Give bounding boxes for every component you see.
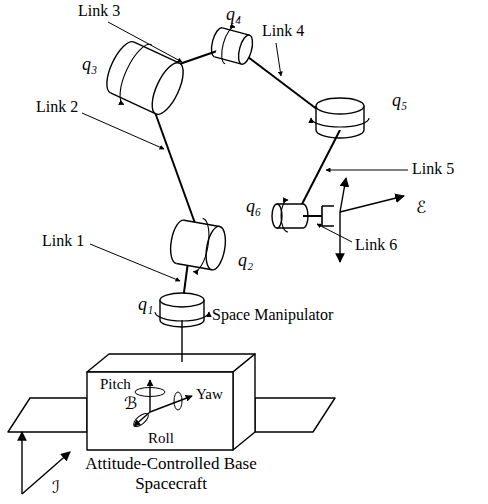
mast (181, 318, 182, 362)
solar-panel (255, 398, 335, 432)
illustration-part (8, 22, 408, 494)
leader-line (317, 224, 352, 242)
link-label: Link 2 (36, 98, 78, 116)
illustration-part (168, 219, 185, 264)
link-label: Link 6 (355, 236, 397, 254)
illustration-part (160, 293, 204, 307)
joint-label: q₅ (392, 90, 407, 111)
joint-cylinder (272, 200, 308, 232)
illustration-part (113, 40, 152, 105)
leader-line (108, 22, 182, 62)
illustration-part (316, 130, 364, 138)
link-2 (152, 104, 196, 226)
yaw-rotation (174, 392, 182, 410)
joint-cylinder (311, 98, 369, 138)
frame-axis (21, 432, 22, 494)
yaw-axis (150, 396, 192, 412)
illustration-part (218, 25, 235, 64)
pitch-rotation (135, 388, 165, 397)
leader-line (82, 113, 164, 149)
link-label: Link 3 (78, 2, 120, 20)
joint-label: q₂ (238, 250, 253, 271)
illustration-part (316, 98, 364, 114)
joint-label: q₄ (226, 4, 241, 25)
leader-line (326, 170, 408, 171)
frame-axis (339, 212, 340, 262)
leader-line (90, 244, 180, 281)
axis-label: Pitch (100, 376, 131, 393)
axis-label: Yaw (196, 386, 223, 403)
spacecraft-body (87, 354, 255, 372)
illustration-part (236, 34, 255, 66)
illustration-part (155, 312, 209, 321)
link-label: Link 5 (412, 160, 454, 178)
spacecraft-node: PitchℬYawRollAttitude-Controlled Base Sp… (87, 354, 255, 500)
illustration-part (146, 59, 190, 119)
illustration-part (209, 26, 223, 57)
frame-axis (340, 196, 404, 212)
system-label: Space Manipulator (212, 306, 333, 324)
solar-panel (8, 398, 87, 432)
link-5 (300, 130, 340, 208)
joint-cylinder (208, 22, 256, 69)
roll-rotation (132, 411, 151, 429)
illustration-part (203, 225, 228, 271)
illustration-part (311, 118, 369, 127)
axis-label: Roll (148, 430, 174, 447)
spacecraft-body (87, 372, 233, 450)
link-4 (244, 54, 326, 116)
link-label: Link 4 (262, 22, 304, 40)
body-caption: Attitude-Controlled Base Spacecraft (77, 454, 265, 495)
joint-cylinder (98, 33, 191, 123)
link-label: Link 1 (42, 232, 84, 250)
joint-cylinder (155, 293, 209, 327)
frame-axis (340, 178, 346, 212)
illustration-part (281, 200, 288, 232)
link-6 (303, 215, 322, 217)
joint-label: q₁ (138, 294, 153, 315)
joint-label: q₆ (246, 196, 261, 217)
frame-axis (22, 452, 70, 494)
frame-symbol: ℬ (124, 394, 137, 413)
frame-symbol: ℐ (52, 478, 60, 498)
joint-label: q₃ (82, 54, 97, 75)
spacecraft-body (233, 354, 255, 450)
frame-symbol: ℰ (416, 198, 426, 218)
leader-line (276, 43, 281, 76)
illustration-part (193, 218, 212, 273)
joint-cylinder (167, 214, 230, 277)
gripper (322, 206, 334, 226)
illustration-part (303, 204, 308, 228)
